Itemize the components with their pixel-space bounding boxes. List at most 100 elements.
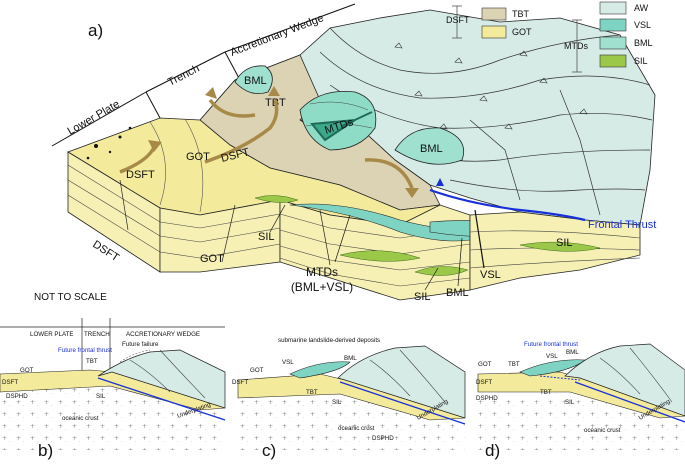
sil-left-label: SIL xyxy=(258,231,275,243)
panel-b-wedge-thrusts xyxy=(129,349,206,399)
panel-b-future-failure-line xyxy=(119,349,151,363)
panel-d-oceanic-crust: oceanic crust xyxy=(584,427,621,434)
panel-b-got: GOT xyxy=(20,367,34,374)
panel-b-dsft-layer xyxy=(0,369,226,411)
panel-b-future-failure: Future failure xyxy=(122,341,159,348)
bml-bottom-label: BML xyxy=(446,287,469,299)
legend-mtds-bracket xyxy=(572,19,582,73)
legend-dsft-bracket xyxy=(452,5,462,39)
mtds-callout-line1: MTDs xyxy=(306,265,338,279)
panel-c-tbt: TBT xyxy=(306,389,318,396)
legend-got-swatch xyxy=(481,25,507,39)
frontal-thrust-label: Frontal Thrust xyxy=(588,219,656,231)
panel-c-submarine-deposits: submarine landslide-derived deposits xyxy=(278,337,380,344)
panel-c-mtd-deposit xyxy=(289,361,351,379)
panel-c-underplating-thrust xyxy=(339,381,466,425)
sil-right-label: SIL xyxy=(556,237,573,249)
legend-bml-label: BML xyxy=(634,38,653,48)
bml-right-label: BML xyxy=(420,143,443,155)
got-contour-lines xyxy=(149,118,204,213)
panel-b-wedge xyxy=(97,349,226,409)
panel-c-oceanic-crust: oceanic crust xyxy=(338,425,375,432)
panel-d-mtd-deposit xyxy=(519,359,586,377)
legend-got-label: GOT xyxy=(512,27,532,37)
panel-d-dsft: DSFT xyxy=(476,379,492,386)
panel-d-dsphd: DSPHD xyxy=(476,395,498,402)
got-left-label: GOT xyxy=(186,151,210,163)
dsft-arrow-label: DSFT xyxy=(126,169,155,181)
panel-b-label: b) xyxy=(38,441,53,460)
panel-b-dsft: DSFT xyxy=(2,379,18,386)
legend-bml-swatch xyxy=(599,36,627,50)
legend-dsft-label: DSFT xyxy=(446,15,470,25)
panel-c-wedge xyxy=(337,345,466,419)
zone-trench-label: Trench xyxy=(166,63,202,89)
legend-vsl-label: VSL xyxy=(634,20,651,30)
panel-c-got: GOT xyxy=(250,367,264,374)
panel-c: submarine landslide-derived deposits BML… xyxy=(232,337,466,460)
bml-bottom-leader xyxy=(457,237,463,287)
zone-lower-plate-label: Lower Plate xyxy=(66,98,122,137)
panel-a: Lower Plate Trench Accretionary Wedge a) xyxy=(34,1,656,303)
mtds-callout-leader xyxy=(334,214,351,263)
panel-c-dsphd: DSPHD xyxy=(372,435,394,442)
legend-sil-swatch xyxy=(599,54,627,68)
sil-bottom-leader xyxy=(424,267,439,291)
aw-fault-ticks xyxy=(394,42,588,130)
panel-d: Future frontal thrust BML VSL GOT TBT DS… xyxy=(475,341,685,460)
panel-d-got: GOT xyxy=(478,361,492,368)
legend-tbt-label: TBT xyxy=(512,9,530,19)
panel-d-tbt: TBT xyxy=(508,361,520,368)
panel-c-bml: BML xyxy=(344,355,357,362)
mtds-callout-line2: (BML+VSL) xyxy=(291,280,353,294)
panel-d-oceanic-crust xyxy=(475,392,685,450)
panel-c-vsl: VSL xyxy=(282,359,294,366)
panel-b-sil: SIL xyxy=(96,393,106,400)
not-to-scale-label: NOT TO SCALE xyxy=(34,292,107,303)
zone-dividers xyxy=(51,3,356,147)
panel-c-sil: SIL xyxy=(332,399,342,406)
panel-d-tbt-lower: TBT xyxy=(540,389,552,396)
panel-d-wedge xyxy=(564,343,685,417)
frontal-thrust-line xyxy=(429,188,586,222)
got-front-label: GOT xyxy=(200,253,224,265)
panel-d-bml: BML xyxy=(566,349,579,356)
bml-top-label: BML xyxy=(244,75,267,87)
panel-b-underplating-thrust xyxy=(97,377,226,421)
panel-b-lower-plate: LOWER PLATE xyxy=(30,331,74,338)
panel-b-future-frontal-thrust: Future frontal thrust xyxy=(58,347,112,354)
panel-c-label: c) xyxy=(262,441,276,460)
panel-c-wedge-thrusts xyxy=(369,349,446,403)
panel-b-dsphd: DSPHD xyxy=(6,393,28,400)
panel-d-sil: SIL xyxy=(565,399,575,406)
legend-mtds-label: MTDs xyxy=(564,41,588,51)
panel-c-oceanic-crust xyxy=(238,392,465,450)
sediment-arrowheads xyxy=(148,86,419,198)
wedge-sil-lens xyxy=(519,241,601,252)
sil-bottom-label: SIL xyxy=(414,291,431,303)
panel-a-label: a) xyxy=(88,21,103,40)
panel-d-future-thrust-dashed xyxy=(539,375,581,381)
sil-left-leader xyxy=(269,204,286,233)
mtds-green-arrow xyxy=(310,111,373,142)
bml-right-pod xyxy=(394,127,465,165)
legend-aw-swatch xyxy=(599,1,627,15)
legend-vsl-swatch xyxy=(599,18,627,32)
vsl-bottom-label: VSL xyxy=(480,269,501,281)
vsl-bottom-leader xyxy=(474,209,485,269)
panel-b-wedge: ACCRETIONARY WEDGE xyxy=(126,331,200,338)
frontal-thrust-barb xyxy=(436,178,444,186)
got-large-pebbles xyxy=(86,126,132,160)
legend-aw-label: AW xyxy=(634,3,649,13)
panel-d-label: d) xyxy=(485,441,500,460)
panel-c-dsft-layer xyxy=(237,373,466,421)
panel-d-vsl: VSL xyxy=(546,353,558,360)
panel-b-oceanic-crust: oceanic crust xyxy=(62,415,99,422)
panel-c-dsft: DSFT xyxy=(232,379,248,386)
legend-sil-label: SIL xyxy=(634,56,648,66)
panel-b: LOWER PLATE TRENCH ACCRETIONARY WEDGE Fu… xyxy=(0,318,226,460)
panel-b-trench: TRENCH xyxy=(84,331,110,338)
panel-d-underplating-thrust xyxy=(574,381,685,423)
panel-b-tbt: TBT xyxy=(86,358,98,365)
legend-tbt-swatch xyxy=(481,7,507,21)
